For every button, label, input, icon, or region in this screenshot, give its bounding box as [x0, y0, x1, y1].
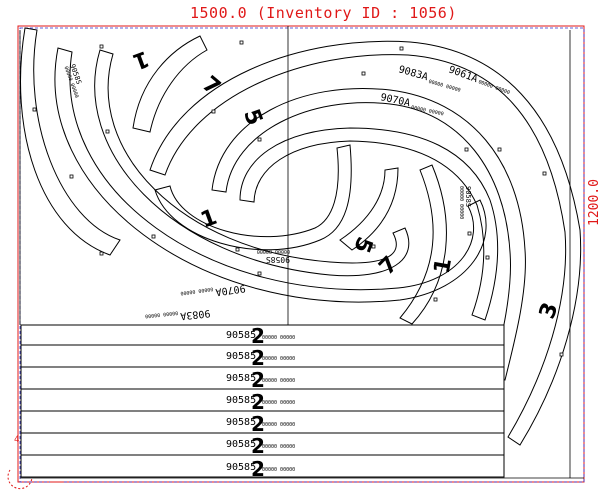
arc-part-top-left-small[interactable]: [132, 35, 208, 133]
strip-part-id: 90585: [226, 462, 256, 473]
arc-part-id: 9058S: [464, 186, 472, 207]
arc-label-9083A-bottom: 9083A 00000 00000: [145, 307, 211, 321]
arc-part-inner-hook[interactable]: [154, 144, 352, 251]
arc-label-9058S-right: 9058S 00000 00000: [458, 186, 472, 219]
arc-part-annotation: 00000 00000: [458, 186, 464, 219]
strip-part-id: 90585: [226, 417, 256, 428]
strip-seq-number: 2: [251, 346, 265, 370]
arc-part-annotation: 00000 00000: [257, 248, 290, 254]
strip-part-annotation: 00000 00000: [262, 422, 295, 428]
arc-part-id: 9083A: [397, 64, 429, 83]
arc-part-id: 9070A: [379, 92, 411, 109]
arc-part-inner-left[interactable]: [94, 49, 410, 277]
arc-seq-number: 7: [375, 252, 404, 281]
arc-seq-number: 1: [129, 45, 152, 74]
strip-part-annotation: 00000 00000: [262, 356, 295, 362]
arc-part-annotation: 00000 00000: [410, 105, 444, 118]
strip-part-id: 90585: [226, 395, 256, 406]
arc-label-9070A-top: 9070A 00000 00000: [379, 92, 444, 118]
origin-marker-icon: [7, 469, 33, 490]
strip-part[interactable]: 90585 00000 00000 2: [20, 454, 505, 481]
strip-part-annotation: 00000 00000: [262, 444, 295, 450]
arc-part-right-hook[interactable]: [339, 167, 399, 251]
arc-part-annotation: 00000 00000: [477, 79, 510, 96]
reference-dots: [32, 40, 564, 357]
strip-part-annotation: 00000 00000: [262, 400, 295, 406]
sheet-height-label: 1200.0: [587, 179, 602, 226]
arc-part-annotation: 00000 00000: [428, 79, 461, 94]
strip-part-id: 90585: [226, 439, 256, 450]
strip-part[interactable]: 90585 00000 00000 2: [20, 388, 505, 414]
origin-arrow-icon: 4: [14, 435, 19, 445]
arc-part-annotation: 00000 00000: [180, 285, 214, 296]
arc-part-right-small[interactable]: [399, 164, 447, 325]
strip-part-annotation: 00000 00000: [262, 467, 295, 473]
arc-label-9058S-left: 9058S 00000 00000: [62, 63, 82, 99]
strip-part[interactable]: 90585 00000 00000 2: [20, 324, 505, 348]
strip-seq-number: 2: [251, 324, 265, 348]
arc-seq-number: 5: [348, 233, 377, 256]
arc-part-large-bottom[interactable]: [54, 47, 487, 303]
strip-seq-number: 2: [251, 457, 265, 481]
strip-part-list: 90585 00000 00000 2 90585 00000 00000 2 …: [20, 324, 505, 481]
strip-seq-number: 2: [251, 434, 265, 458]
strip-part-annotation: 00000 00000: [262, 378, 295, 384]
arc-part-outer-left[interactable]: [20, 27, 121, 256]
strip-part-id: 90585: [226, 330, 256, 341]
strip-seq-number: 2: [251, 412, 265, 436]
strip-part[interactable]: 90585 00000 00000 2: [20, 366, 505, 392]
arc-part-top-wide[interactable]: [149, 40, 582, 446]
arc-seq-number: 7: [197, 72, 225, 101]
strip-part-annotation: 00000 00000: [262, 335, 295, 341]
arc-part-center[interactable]: [239, 127, 499, 321]
usable-area-border: [19, 27, 585, 483]
arc-seq-number: 5: [238, 106, 267, 129]
strip-seq-number: 2: [251, 390, 265, 414]
arc-part-id: 9083A: [180, 307, 211, 321]
arc-label-9058S-center: 9058S 00000 00000: [257, 248, 290, 264]
strip-part[interactable]: 90585 00000 00000 2: [20, 410, 505, 436]
arc-part-id: 9058S: [266, 255, 290, 264]
arc-seq-number: 1: [430, 256, 457, 275]
strip-part-id: 90585: [226, 373, 256, 384]
strip-part[interactable]: 90585 00000 00000 2: [20, 344, 505, 370]
sheet-width-label: 1500.0 (Inventory ID : 1056): [190, 4, 457, 22]
strip-seq-number: 2: [251, 368, 265, 392]
arc-seq-number: 3: [535, 299, 564, 322]
strip-part-id: 90585: [226, 351, 256, 362]
arc-part-annotation: 00000 00000: [145, 309, 179, 318]
arc-seq-number: 1: [198, 205, 221, 234]
arc-label-9070A-bottom: 9070A 00000 00000: [180, 282, 246, 297]
strip-part[interactable]: 90585 00000 00000 2: [20, 432, 505, 458]
arc-part-id: 9070A: [215, 282, 246, 297]
